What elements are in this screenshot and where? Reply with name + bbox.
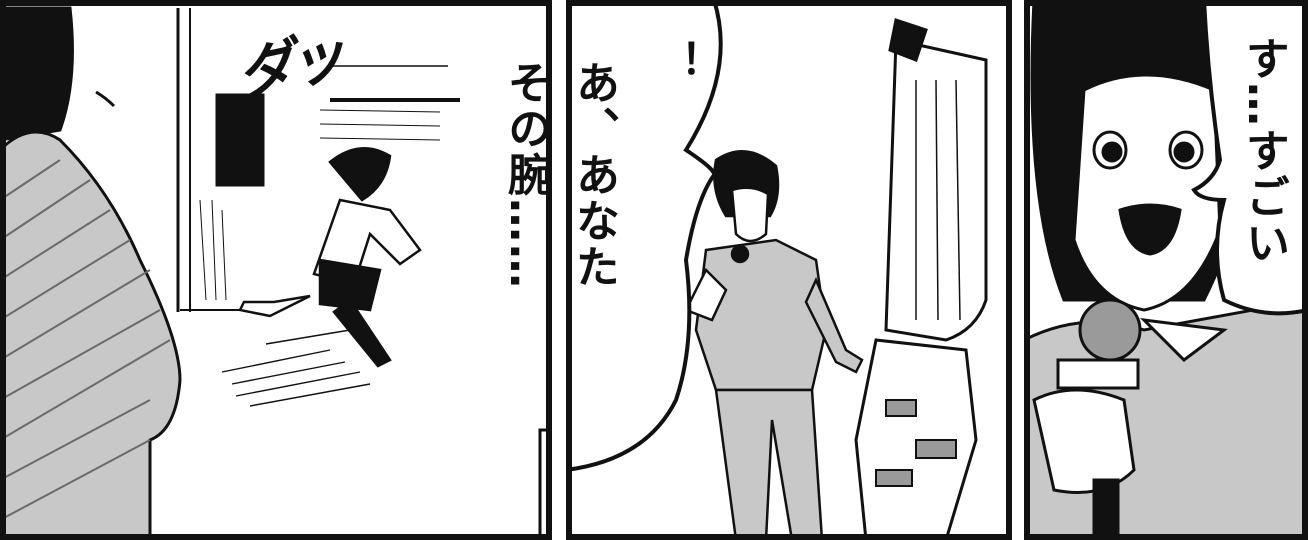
panel-left-border [0,0,552,540]
panel-right: す…すごい [1024,0,1308,540]
running-girl [238,147,422,368]
speech-balloon-right [1191,0,1308,316]
panel-center-border [566,0,1012,540]
motion-lines [221,329,371,407]
balloon-center-text-col1: あ、あなた [568,60,619,290]
panel-center: ！ [566,0,1012,540]
panel-left-art [0,0,552,540]
robotic-arm [854,18,988,540]
reporter [684,150,864,540]
balloon-right-text: す…すごい [1238,36,1289,266]
panel-right-border [1024,0,1308,540]
panel-right-art [1024,0,1308,540]
balloon-center-exclaim: ！ [654,40,704,84]
panel-center-art [566,0,1012,540]
panel-left: ダッ [0,0,552,540]
balloon-center-text-col2: その腕…… [500,60,551,290]
foreground-character [0,6,182,540]
corridor-background [176,8,460,312]
speech-balloon-center [566,0,723,472]
reporter-closeup [1024,0,1308,540]
